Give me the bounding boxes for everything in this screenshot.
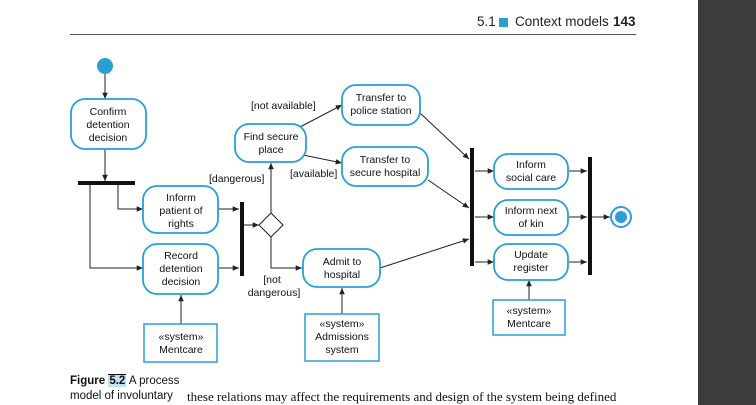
figure-number: 5.2 [108,374,127,387]
guard-dangerous: [dangerous] [209,173,265,185]
edge-hospital-join [427,179,470,209]
join-bar-1 [240,202,244,276]
svg-text:«system»Mentcare: «system»Mentcare [507,305,552,330]
header-square-icon [499,18,508,27]
join-bar-3 [588,157,592,275]
caption-text-1: A process [128,375,180,387]
figure-label: Figure [70,375,106,387]
edge-decision-admit [270,237,302,271]
edge-police-join [419,112,470,160]
figure-caption-line-1: Figure 5.2 A process [70,374,180,387]
diagram-edges [89,74,610,324]
end-node [610,206,632,228]
decision-diamond [258,212,284,238]
system-mentcare-left: «system»Mentcare [143,323,218,363]
svg-text:«system»Mentcare: «system»Mentcare [159,331,204,356]
edge-fork-record [89,184,143,271]
guard-not-available: [not available] [251,100,316,112]
guard-available: [available] [290,168,337,180]
edge-fork-inform-rights [117,184,143,212]
running-header-title: Context models [515,14,609,29]
start-node [97,58,113,74]
figure-caption-line-2: model of involuntary [70,390,173,402]
edge-find-police [299,104,343,128]
running-header-section: 5.1 [477,14,496,29]
viewer-margin-bar [698,0,756,405]
edge-admit-join [379,238,470,269]
fork-bar-1 [78,181,135,185]
body-paragraph-line: these relations may affect the requireme… [187,389,617,404]
system-mentcare-right: «system»Mentcare [492,299,566,336]
edge-find-hospital [302,154,343,165]
page-number: 143 [613,14,636,29]
header-rule [70,34,636,35]
book-page: 5.1 Context models 143 [70,14,636,404]
join-fork-bar-2 [470,148,474,266]
